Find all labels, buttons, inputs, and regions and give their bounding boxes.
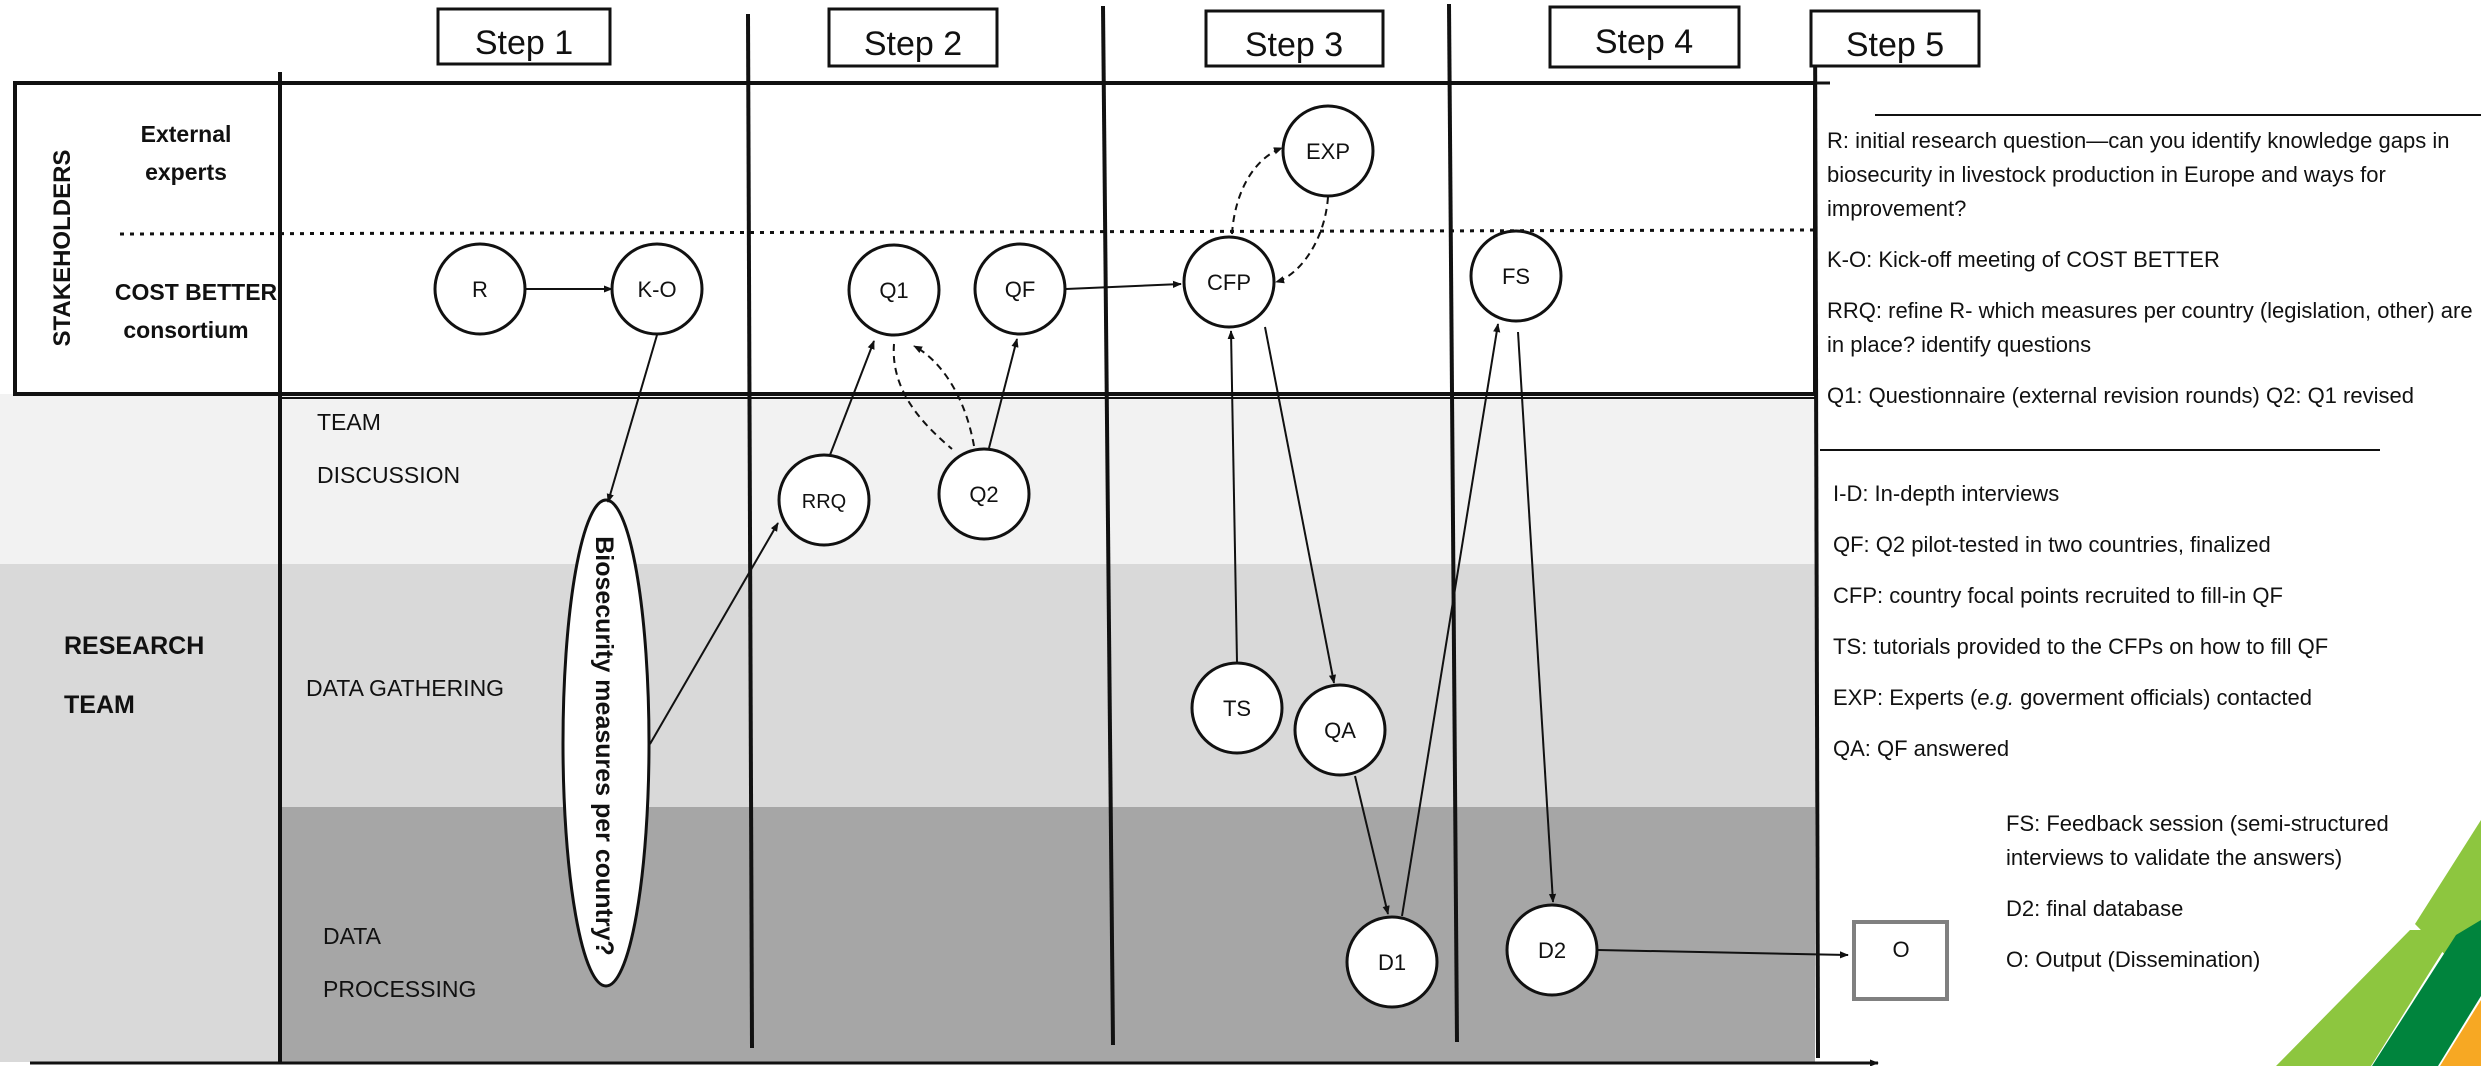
- research-team-label-1: RESEARCH: [64, 632, 204, 660]
- stakeholders-dotted-divider: [119, 228, 1816, 236]
- divider-step2: [1101, 5, 1115, 1046]
- node-d1: [1345, 915, 1439, 1009]
- step1-box: [436, 7, 612, 66]
- node-exp: [1281, 104, 1375, 198]
- divider-step4: [1813, 13, 1820, 1059]
- data-gathering-label: DATA GATHERING: [306, 675, 504, 701]
- legend-top: R: initial research question—can you ide…: [1827, 124, 2477, 413]
- divider-step1: [746, 13, 754, 1049]
- node-fs: [1469, 229, 1563, 323]
- legend-item-rrq: RRQ: refine R- which measures per countr…: [1827, 298, 2473, 357]
- external-experts-label-1: External: [141, 121, 232, 147]
- node-d2-label: D2: [1538, 938, 1566, 963]
- stakeholders-box: [13, 81, 1817, 396]
- node-rrq-label: RRQ: [802, 491, 846, 513]
- legend-exp-after: goverment officials) contacted: [2013, 685, 2312, 710]
- node-r-label: R: [472, 277, 488, 302]
- step3-box: [1204, 9, 1385, 68]
- node-output-box: [1852, 920, 1949, 1001]
- legend-bottom: FS: Feedback session (semi-structured in…: [2006, 807, 2426, 977]
- data-processing-label-1: DATA: [323, 923, 382, 949]
- arrow-rrq-to-q1: [829, 340, 875, 456]
- step4-label: Step 4: [1595, 23, 1693, 61]
- arrow-fs-to-d2: [1517, 331, 1557, 903]
- team-discussion-label-1: TEAM: [317, 409, 381, 435]
- step5-box: [1809, 9, 1981, 68]
- team-discussion-label-2: DISCUSSION: [317, 462, 460, 488]
- legend-item-ko: K-O: Kick-off meeting of COST BETTER: [1827, 247, 2220, 272]
- node-qf-label: QF: [1005, 277, 1036, 302]
- node-q1-label: Q1: [879, 278, 908, 303]
- legend-item-q1: Q1: Questionnaire (external revision rou…: [1827, 383, 2414, 408]
- arrow-q2-to-qf: [988, 338, 1019, 449]
- node-q1: [847, 243, 941, 337]
- research-team-label-2: TEAM: [64, 691, 135, 719]
- arrow-ts-to-cfp: [1227, 330, 1238, 663]
- step4-box: [1548, 5, 1741, 69]
- arrow-qa-to-d1: [1354, 775, 1390, 915]
- legend-item-qa: QA: QF answered: [1833, 736, 2010, 761]
- arrow-d1-to-fs: [1401, 323, 1501, 917]
- node-output-label: O: [1892, 937, 1909, 962]
- step1-label: Step 1: [475, 24, 573, 62]
- legend-item-o: O: Output (Dissemination): [2006, 947, 2261, 972]
- legend-item-cfp: CFP: country focal points recruited to f…: [1833, 583, 2283, 608]
- node-d1-label: D1: [1378, 950, 1406, 975]
- node-exp-label: EXP: [1306, 139, 1350, 164]
- arrow-cfp-to-qa: [1264, 326, 1336, 684]
- legend-item-id: I-D: In-depth interviews: [1833, 481, 2060, 506]
- legend-middle: I-D: In-depth interviews QF: Q2 pilot-te…: [1833, 477, 2453, 766]
- node-d2: [1505, 903, 1599, 997]
- legend-item-r: R: initial research question—can you ide…: [1827, 128, 2450, 221]
- step3-label: Step 3: [1245, 26, 1343, 64]
- legend-item-d2: D2: final database: [2006, 896, 2184, 921]
- step2-label: Step 2: [864, 25, 962, 63]
- external-experts-label-2: experts: [145, 159, 227, 185]
- arrow-cfp-to-exp-dashed: [1231, 147, 1283, 235]
- consortium-label-1: COST BETTER: [115, 279, 278, 305]
- organization-logo: [2276, 820, 2481, 1066]
- node-qf: [973, 242, 1067, 336]
- band-data-gathering: [0, 564, 1815, 807]
- node-qa: [1293, 683, 1387, 777]
- arrow-ko-to-biosecurity: [606, 334, 658, 503]
- node-q2-label: Q2: [969, 482, 998, 507]
- step5-label: Step 5: [1846, 26, 1944, 64]
- node-q2: [937, 447, 1031, 541]
- arrow-d2-to-output: [1597, 949, 1849, 959]
- node-qa-label: QA: [1324, 718, 1356, 743]
- legend-item-ts: TS: tutorials provided to the CFPs on ho…: [1833, 634, 2329, 659]
- consortium-label-2: consortium: [123, 317, 248, 343]
- legend-item-qf: QF: Q2 pilot-tested in two countries, fi…: [1833, 532, 2271, 557]
- node-r: [433, 242, 527, 336]
- node-ts: [1190, 661, 1284, 755]
- legend-item-fs: FS: Feedback session (semi-structured in…: [2006, 811, 2389, 870]
- stakeholders-title: STAKEHOLDERS: [49, 150, 76, 347]
- node-cfp: [1182, 235, 1276, 329]
- band-team-discussion: [0, 394, 1815, 564]
- node-rrq: [777, 453, 871, 547]
- node-ko-label: K-O: [637, 277, 676, 302]
- arrow-qf-to-cfp: [1065, 280, 1182, 290]
- arrow-biosecurity-to-rrq: [649, 522, 779, 745]
- arrow-q2-q1-dashed: [913, 345, 975, 447]
- step2-box: [827, 7, 999, 68]
- data-processing-label-2: PROCESSING: [323, 976, 476, 1002]
- divider-step3: [1447, 3, 1459, 1043]
- arrow-exp-to-cfp-dashed: [1275, 196, 1329, 284]
- legend-exp-before: EXP: Experts (: [1833, 685, 1978, 710]
- node-ts-label: TS: [1223, 696, 1251, 721]
- biosecurity-ellipse: [561, 498, 651, 988]
- node-fs-label: FS: [1502, 264, 1530, 289]
- band-data-processing-label: [0, 807, 280, 1062]
- biosecurity-label: Biosecurity measures per country?: [590, 536, 618, 956]
- node-cfp-label: CFP: [1207, 270, 1251, 295]
- arrow-q1-q2-dashed: [892, 343, 953, 450]
- legend-exp-italic: e.g.: [1977, 685, 2014, 710]
- legend-item-exp: EXP: Experts (e.g. goverment officials) …: [1833, 681, 2453, 715]
